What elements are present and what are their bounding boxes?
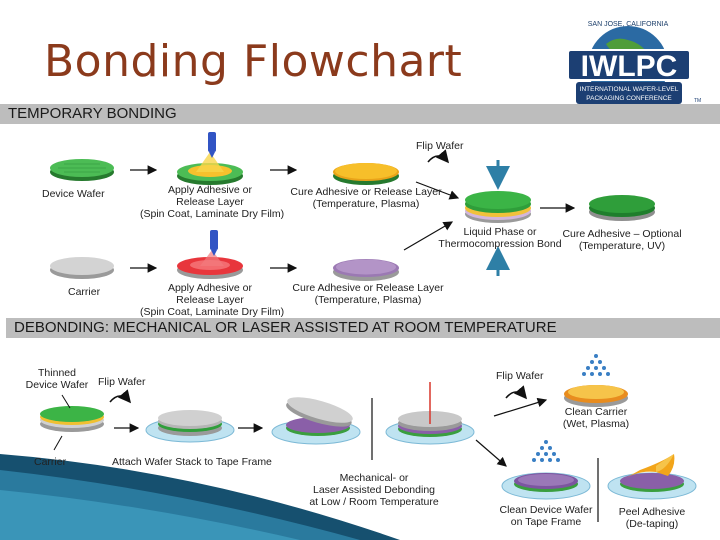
page-title: Bonding Flowchart <box>44 36 463 87</box>
corner-swoosh-decoration <box>0 454 400 540</box>
label-debond: Mechanical- or Laser Assisted Debonding … <box>309 472 439 508</box>
cleaning-droplets-icon-2 <box>532 440 560 462</box>
peel-adhesive-icon <box>607 454 697 500</box>
logo-tm: TM <box>694 98 701 104</box>
label-clean-carrier: Clean Carrier (Wet, Plasma) <box>562 406 630 430</box>
label-carrier: Carrier <box>68 286 101 298</box>
section-band-temporary: TEMPORARY BONDING <box>0 104 720 124</box>
logo-sub1: INTERNATIONAL WAFER-LEVEL <box>580 86 679 93</box>
dispenser-nozzle-icon <box>208 132 216 158</box>
label-flip-wafer-2: Flip Wafer <box>98 376 146 388</box>
label-apply-bottom: Apply Adhesive or Release Layer (Spin Co… <box>140 282 285 318</box>
section-title-debonding: DEBONDING: MECHANICAL OR LASER ASSISTED … <box>14 319 557 336</box>
label-device-wafer: Device Wafer <box>42 188 105 200</box>
apply-adhesive-carrier-icon <box>177 250 243 279</box>
flip-arrow-icon-3 <box>505 385 528 400</box>
carrier-wafer-icon <box>50 257 114 279</box>
clean-device-wafer-icon <box>501 472 591 500</box>
logo-sub2: PACKAGING CONFERENCE <box>586 95 672 102</box>
flip-arrow-icon <box>427 149 450 164</box>
mechanical-debond-icon <box>271 397 361 445</box>
section-title-temporary: TEMPORARY BONDING <box>8 105 177 122</box>
cured-carrier-icon <box>333 259 399 281</box>
label-cure-optional: Cure Adhesive – Optional (Temperature, U… <box>562 228 682 252</box>
label-cure-top: Cure Adhesive or Release Layer (Temperat… <box>290 186 442 210</box>
iwlpc-logo: SAN JOSE, CALIFORNIA IWLPC INTERNATIONAL… <box>567 21 701 106</box>
label-thinned-device-wafer: Thinned Device Wafer <box>25 367 89 391</box>
label-cure-bottom: Cure Adhesive or Release Layer (Temperat… <box>292 282 444 306</box>
label-bond: Liquid Phase or Thermocompression Bond <box>438 226 562 250</box>
label-apply-top: Apply Adhesive or Release Layer (Spin Co… <box>140 184 285 220</box>
dispenser-nozzle-icon-2 <box>210 230 218 256</box>
cured-stack-icon <box>589 195 655 221</box>
label-carrier-2: Carrier <box>34 456 67 468</box>
label-peel-adhesive: Peel Adhesive (De-taping) <box>618 506 686 530</box>
label-flip-wafer: Flip Wafer <box>416 140 464 152</box>
cured-wafer-top-icon <box>333 163 399 185</box>
laser-debond-icon <box>385 382 475 445</box>
bonded-stack-icon <box>465 191 531 223</box>
logo-top-text: SAN JOSE, CALIFORNIA <box>588 21 669 28</box>
flip-arrow-icon-2 <box>109 389 132 404</box>
device-wafer-icon <box>50 159 114 181</box>
logo-main-text: IWLPC <box>581 50 678 83</box>
label-clean-device-wafer: Clean Device Wafer on Tape Frame <box>499 504 593 528</box>
stack-on-tape-frame-icon <box>145 410 235 443</box>
label-flip-wafer-3: Flip Wafer <box>496 370 544 382</box>
label-attach-tape-frame: Attach Wafer Stack to Tape Frame <box>112 456 272 468</box>
thinned-stack-icon <box>40 406 104 432</box>
cleaning-droplets-icon <box>582 354 610 376</box>
clean-carrier-icon <box>564 385 628 407</box>
section-band-debonding: DEBONDING: MECHANICAL OR LASER ASSISTED … <box>6 318 720 338</box>
apply-adhesive-wafer-icon <box>177 152 243 185</box>
